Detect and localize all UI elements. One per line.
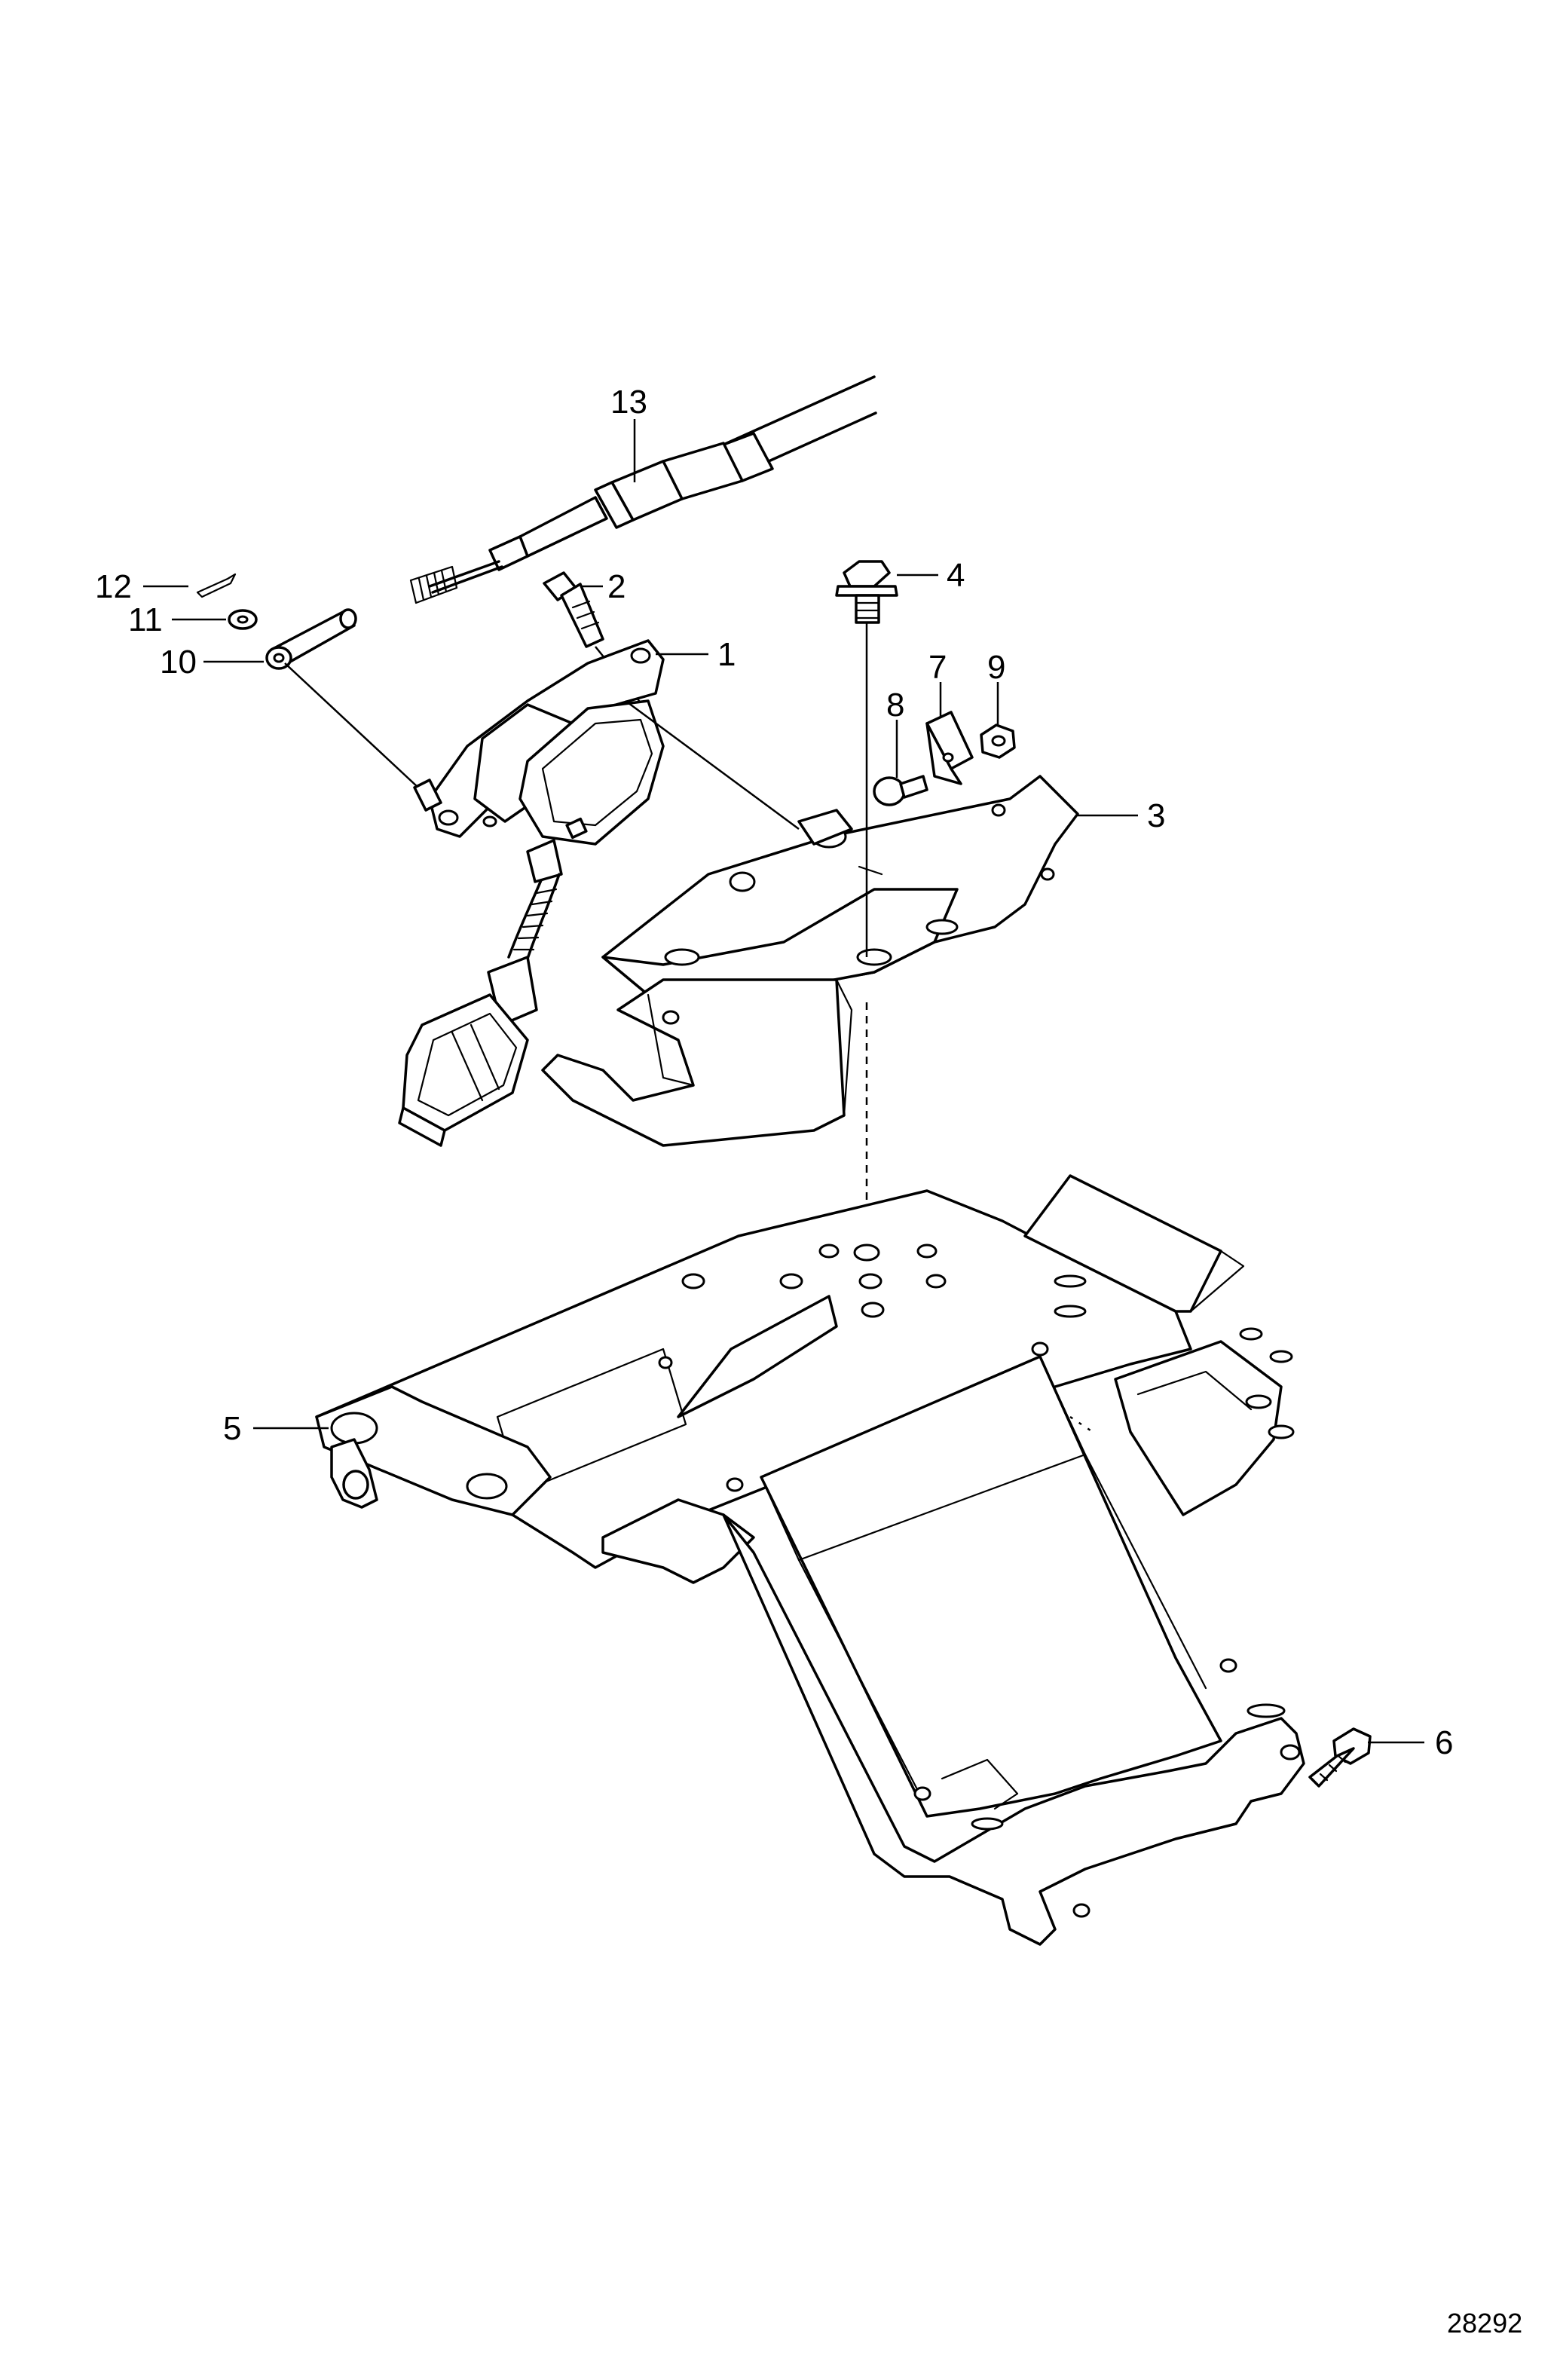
callout-6: 6 [1435,1724,1453,1761]
callout-11: 11 [128,601,163,638]
part-12-cotter-pin[interactable] [196,573,237,598]
callout-4: 4 [947,557,965,594]
part-4-flange-bolt[interactable] [835,560,898,1274]
leader-lines [143,419,1424,1744]
callout-1: 1 [717,636,736,673]
part-8-bolt[interactable] [873,775,928,806]
part-6-bolt[interactable] [1308,1727,1372,1788]
part-11-washer[interactable] [228,609,258,630]
part-13-control-cable[interactable] [409,375,877,604]
part-1-control-unit-harness[interactable] [398,639,665,1147]
part-7-clip[interactable] [925,711,974,785]
callout-labels: 13 12 11 10 2 1 4 7 8 9 3 5 6 28292 [95,384,1522,2339]
part-5-mounting-plate[interactable] [315,1174,1305,1946]
part-3-bracket[interactable] [541,699,1079,1147]
callout-12: 12 [95,568,132,605]
part-2-bolt[interactable] [543,571,643,705]
callout-3: 3 [1147,797,1165,834]
callout-10: 10 [160,644,197,681]
part-9-nut[interactable] [980,723,1016,759]
callout-13: 13 [610,384,647,421]
callout-7: 7 [928,649,947,686]
part-10-cable-end[interactable] [265,608,419,788]
figure-number: 28292 [1447,2308,1522,2339]
callout-9: 9 [987,649,1005,686]
callout-8: 8 [886,687,904,723]
callout-2: 2 [607,568,626,605]
callout-5: 5 [223,1410,241,1447]
